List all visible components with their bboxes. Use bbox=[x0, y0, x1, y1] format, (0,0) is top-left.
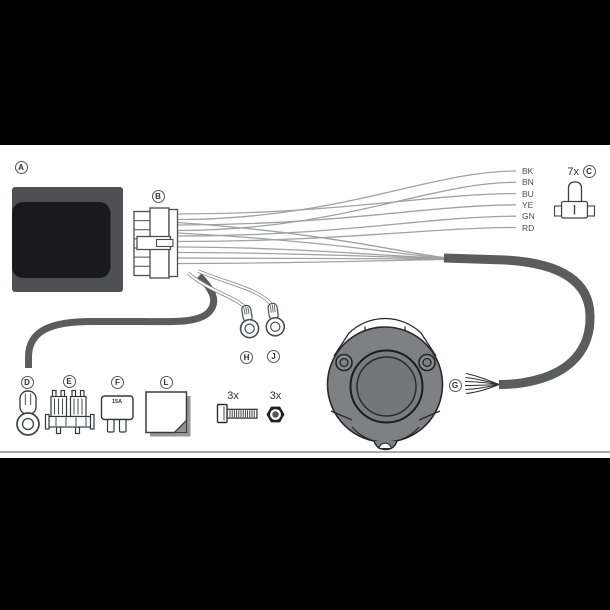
part-letter-d: D bbox=[24, 377, 30, 387]
wire-label-bk: BK bbox=[522, 166, 534, 176]
quantity-screws: 3x bbox=[227, 389, 239, 402]
part-letter-e: E bbox=[66, 376, 72, 386]
socket-illustration bbox=[326, 317, 444, 451]
part-label-f: F bbox=[111, 375, 124, 389]
power-cable bbox=[25, 273, 218, 368]
fuse-rating-text: 15A bbox=[111, 399, 123, 405]
connector-illustration bbox=[133, 207, 179, 279]
wire-fan bbox=[176, 170, 517, 265]
part-label-e: E bbox=[62, 374, 76, 388]
part-label-h: H bbox=[240, 350, 253, 364]
blade-fuse-illustration bbox=[100, 395, 134, 433]
part-label-j: J bbox=[267, 350, 280, 363]
part-letter-h: H bbox=[243, 352, 250, 362]
part-letter-g: G bbox=[451, 380, 459, 390]
ground-wires bbox=[186, 269, 273, 309]
wire-label-rd: RD bbox=[522, 222, 535, 233]
bottom-black-bar bbox=[0, 458, 610, 610]
top-black-bar bbox=[0, 0, 610, 145]
part-label-c: C bbox=[582, 165, 596, 178]
part-label-g: G bbox=[448, 378, 462, 392]
part-letter-f: F bbox=[115, 377, 120, 387]
ring-terminal-d-illustration bbox=[16, 390, 40, 436]
wire-label-bn: BN bbox=[522, 177, 534, 188]
divider-line bbox=[0, 451, 610, 453]
part-letter-j: J bbox=[271, 352, 276, 361]
ring-terminal-j-illustration bbox=[265, 302, 286, 337]
quantity-part-c: 7x bbox=[567, 165, 579, 178]
part-label-d: D bbox=[20, 375, 34, 389]
nut-illustration bbox=[266, 406, 285, 423]
part-label-a: A bbox=[14, 160, 28, 174]
part-letter-c: C bbox=[586, 167, 592, 176]
part-letter-a: A bbox=[18, 162, 24, 172]
part-label-l: L bbox=[159, 375, 173, 389]
part-letter-b: B bbox=[155, 191, 161, 201]
part-label-b: B bbox=[151, 189, 165, 203]
part-letter-l: L bbox=[163, 377, 169, 387]
frayed-wire-ends bbox=[464, 373, 500, 394]
main-cable bbox=[443, 253, 595, 389]
adhesive-pad-illustration bbox=[145, 391, 191, 437]
wire-label-ye: YE bbox=[522, 199, 534, 210]
quantity-nuts: 3x bbox=[269, 389, 282, 402]
control-module-illustration bbox=[12, 187, 123, 292]
screw-illustration bbox=[216, 403, 258, 424]
ring-terminal-h-illustration bbox=[239, 304, 260, 339]
terminal-pin-illustration bbox=[553, 181, 596, 219]
wire-label-gn: GN bbox=[522, 211, 535, 222]
wire-label-bu: BU bbox=[522, 188, 534, 199]
fuse-holder-illustration bbox=[44, 389, 95, 435]
